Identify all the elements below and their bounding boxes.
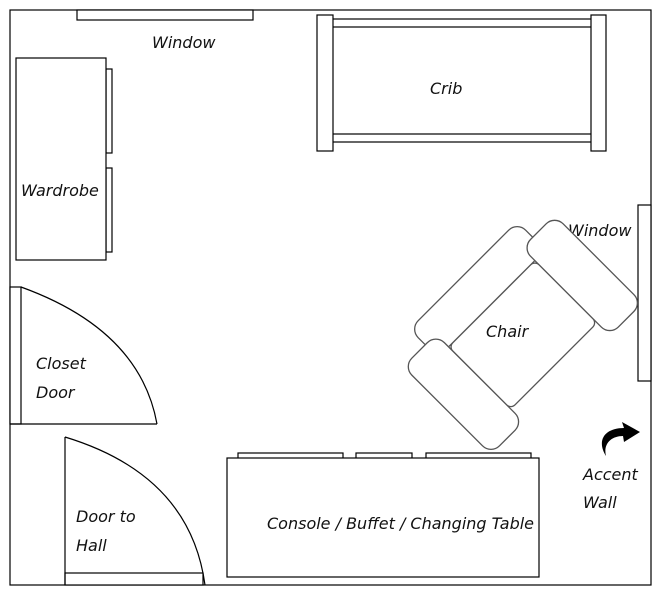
window-top-label: Window [152, 33, 216, 52]
accent-wall: Accent Wall [582, 422, 640, 512]
hall-door: Door to Hall [64, 436, 206, 586]
hall-door-label-2: Hall [76, 536, 107, 555]
closet-door: Closet Door [9, 286, 158, 425]
crib: Crib [316, 14, 607, 152]
curved-arrow-icon [601, 422, 640, 456]
hall-door-label-1: Door to [76, 507, 136, 526]
wardrobe: Wardrobe [15, 57, 113, 261]
window-top: Window [76, 9, 254, 52]
closet-door-label-2: Door [36, 383, 76, 402]
window-right: Window [568, 204, 652, 382]
accent-wall-label-1: Accent [582, 465, 639, 484]
wardrobe-label: Wardrobe [21, 181, 99, 200]
window-right-label: Window [568, 221, 632, 240]
chair: Chair [407, 219, 639, 451]
chair-label: Chair [486, 322, 530, 341]
closet-door-label-1: Closet [36, 354, 87, 373]
crib-label: Crib [430, 79, 462, 98]
console-table: Console / Buffet / Changing Table [226, 452, 540, 578]
accent-wall-label-2: Wall [583, 493, 617, 512]
console-label: Console / Buffet / Changing Table [267, 514, 534, 533]
